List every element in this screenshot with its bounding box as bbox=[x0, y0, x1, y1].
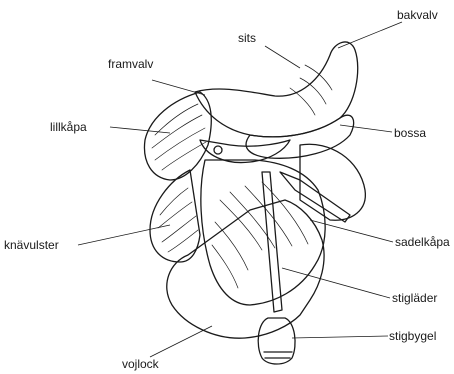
label-bakvalv: bakvalv bbox=[397, 8, 438, 22]
label-bossa: bossa bbox=[394, 126, 426, 140]
saddle-illustration bbox=[144, 42, 365, 364]
lillkapa-shape bbox=[144, 92, 211, 180]
label-sadelkapa: sadelkåpa bbox=[395, 235, 450, 249]
knavulster-shape bbox=[150, 170, 200, 262]
stigbygel-shape bbox=[258, 318, 295, 364]
label-lillkapa: lillkåpa bbox=[50, 120, 87, 134]
stiglader-shape bbox=[262, 172, 282, 312]
label-vojlock: vojlock bbox=[122, 357, 160, 371]
label-stiglader: stigläder bbox=[392, 291, 437, 305]
leader-lines bbox=[78, 22, 402, 357]
label-stigbygel: stigbygel bbox=[389, 329, 436, 343]
labels: bakvalv sits framvalv lillkåpa bossa knä… bbox=[4, 8, 450, 371]
label-knavulster: knävulster bbox=[4, 238, 59, 252]
label-sits: sits bbox=[238, 31, 256, 45]
label-framvalv: framvalv bbox=[108, 57, 153, 71]
